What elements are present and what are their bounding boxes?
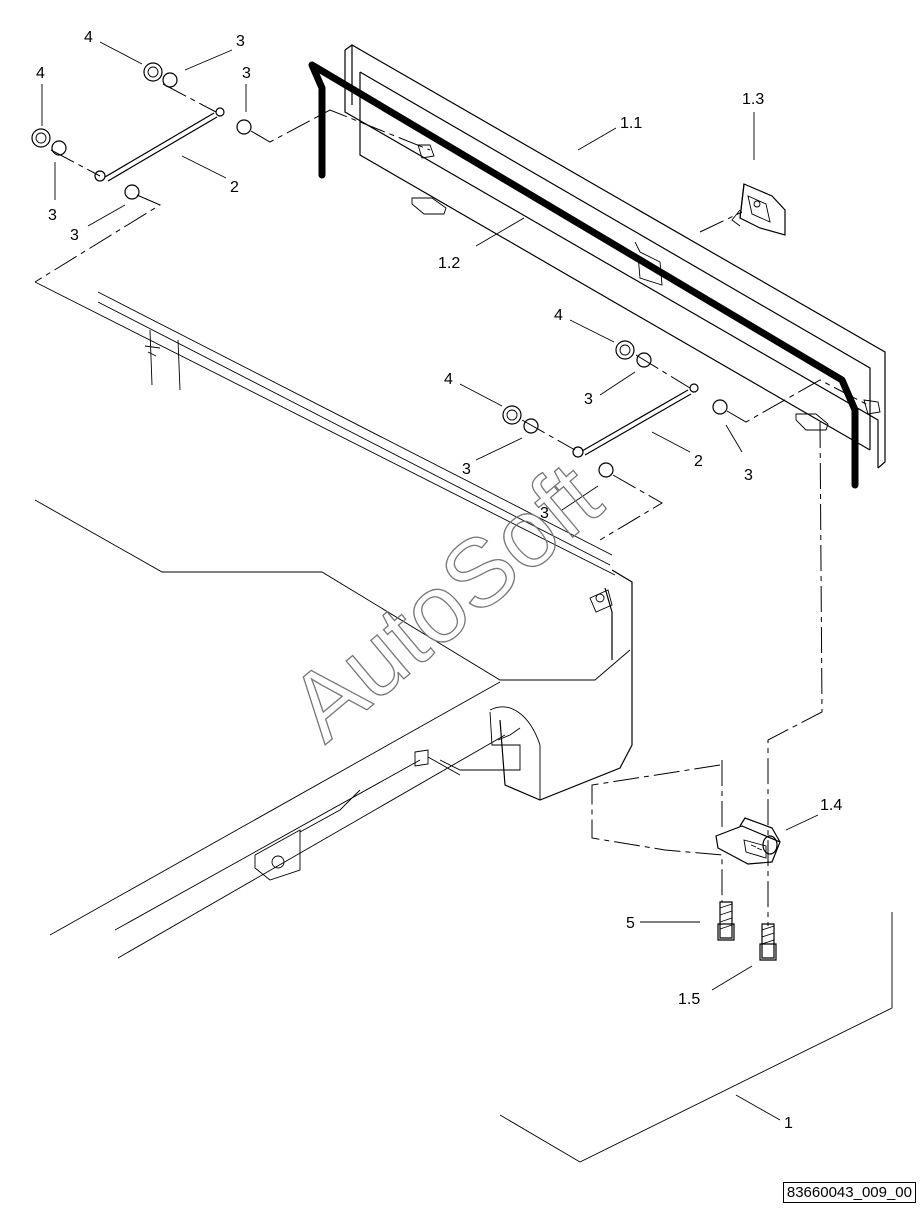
callout-2: 2 <box>694 453 703 470</box>
drawing-reference-number: 83660043_009_00 <box>782 1182 916 1203</box>
callout-4: 4 <box>84 29 93 46</box>
hinge-1-4 <box>715 817 781 865</box>
callout-5: 5 <box>626 915 635 932</box>
callout-3: 3 <box>744 467 753 484</box>
rear-panel-1-1 <box>344 44 886 469</box>
callout-3: 3 <box>540 505 549 522</box>
callout-3: 3 <box>242 65 251 82</box>
callout-4: 4 <box>554 307 563 324</box>
callout-3: 3 <box>48 207 57 224</box>
left-hardware <box>31 62 252 200</box>
rubber-seal-1-2 <box>308 61 859 489</box>
callout-4: 4 <box>36 65 45 82</box>
callout-1: 1 <box>784 1115 793 1132</box>
assembly-bracket <box>499 912 893 1163</box>
callout-1-5: 1.5 <box>678 991 700 1008</box>
callout-1-4: 1.4 <box>820 797 842 814</box>
cable-right-2 <box>572 383 699 458</box>
machine-body <box>34 281 633 959</box>
callout-3: 3 <box>70 227 79 244</box>
leader-lines <box>41 41 819 1121</box>
right-hardware <box>502 340 728 478</box>
callout-4: 4 <box>444 371 453 388</box>
cap-screw-1-5 <box>759 923 777 961</box>
callout-labels: 4 3 3 4 3 3 2 1.1 1.3 1.2 4 3 4 3 2 3 3 … <box>36 29 842 1132</box>
callout-1-1: 1.1 <box>620 115 642 132</box>
callout-1-3: 1.3 <box>742 91 764 108</box>
callout-3: 3 <box>236 33 245 50</box>
latch-1-3 <box>731 183 786 236</box>
callout-1-2: 1.2 <box>438 255 460 272</box>
cap-screw-5 <box>717 901 735 941</box>
callout-3: 3 <box>584 391 593 408</box>
cable-left-2 <box>94 107 225 182</box>
callout-2: 2 <box>230 179 239 196</box>
assembly-centerlines <box>34 83 869 926</box>
callout-3: 3 <box>462 461 471 478</box>
